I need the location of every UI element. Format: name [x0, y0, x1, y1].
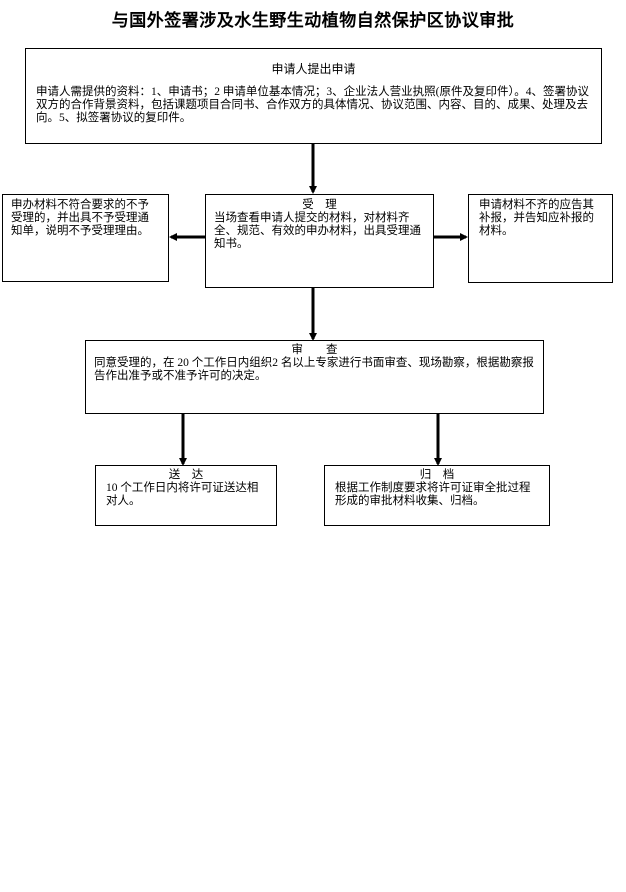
- accept-box: 受 理 当场查看申请人提交的材料，对材料齐全、规范、有效的申办材料，出具受理通知…: [205, 194, 434, 288]
- review-text: 同意受理的，在 20 个工作日内组织2 名以上专家进行书面审查、现场勘察，根据勘…: [94, 357, 534, 382]
- deliver-box: 送 达 10 个工作日内将许可证送达相对人。: [95, 465, 277, 526]
- deliver-text: 10 个工作日内将许可证送达相对人。: [106, 482, 259, 507]
- archive-text: 根据工作制度要求将许可证审全批过程形成的审批材料收集、归档。: [335, 482, 531, 507]
- reject-box: 申办材料不符合要求的不予受理的，并出具不予受理通知单，说明不予受理理由。: [2, 194, 169, 282]
- apply-text: 申请人需提供的资料：1、申请书；2 申请单位基本情况；3、企业法人营业执照(原件…: [36, 86, 589, 124]
- apply-box: 申请人提出申请 申请人需提供的资料：1、申请书；2 申请单位基本情况；3、企业法…: [25, 48, 602, 144]
- review-heading: 审 查: [291, 344, 338, 356]
- page-title: 与国外签署涉及水生野生动植物自然保护区协议审批: [111, 11, 515, 31]
- supplement-box: 申请材料不齐的应告其补报，并告知应补报的材料。: [468, 194, 613, 283]
- supplement-text: 申请材料不齐的应告其补报，并告知应补报的材料。: [479, 199, 594, 237]
- accept-text: 当场查看申请人提交的材料，对材料齐全、规范、有效的申办材料，出具受理通知书。: [214, 212, 421, 250]
- apply-heading: 申请人提出申请: [271, 62, 356, 76]
- reject-text: 申办材料不符合要求的不予受理的，并出具不予受理通知单，说明不予受理理由。: [11, 199, 149, 237]
- accept-heading: 受 理: [302, 199, 337, 211]
- archive-box: 归 档 根据工作制度要求将许可证审全批过程形成的审批材料收集、归档。: [324, 465, 550, 526]
- review-box: 审 查 同意受理的，在 20 个工作日内组织2 名以上专家进行书面审查、现场勘察…: [85, 340, 544, 414]
- deliver-heading: 送 达: [168, 469, 204, 481]
- archive-heading: 归 档: [419, 469, 455, 481]
